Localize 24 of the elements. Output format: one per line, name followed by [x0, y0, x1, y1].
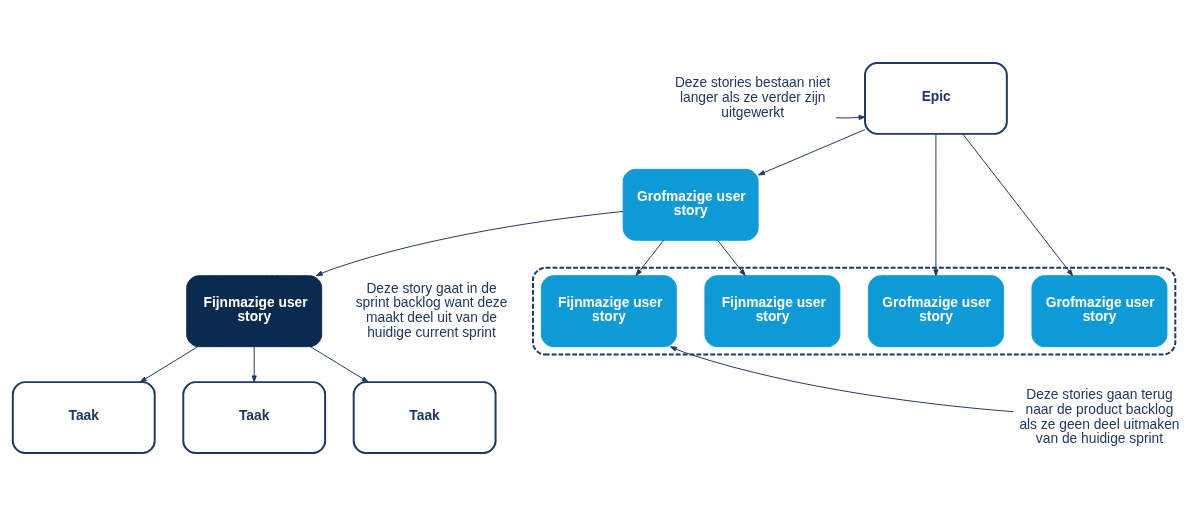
node-box: Epic [864, 61, 1008, 135]
arrow [635, 239, 665, 276]
node-box: Grofmazige user story [867, 274, 1004, 347]
node-box: Grofmazige user story [622, 168, 759, 241]
node-text: Deze stories bestaan niet langer als ze verder zijn uitgewerkt [674, 74, 831, 120]
arrow [962, 133, 1074, 276]
node-text: Deze stories gaan terug naar de product backlog als ze geen deel uitmaken van de huidige sprint [1019, 386, 1180, 446]
arrow [310, 345, 369, 382]
arrow [251, 345, 257, 382]
node-box: Fijnmazige user story [704, 274, 841, 347]
arrow [757, 128, 866, 175]
arrow [669, 345, 1014, 412]
arrow [315, 210, 624, 276]
arrow [717, 239, 746, 276]
arrow [139, 345, 199, 382]
arrow [933, 133, 939, 276]
node-box: Taak [11, 380, 156, 454]
node-box: Taak [182, 380, 327, 454]
label: Deze story gaat in de sprint backlog want deze maakt deel uit van de huidige current sprint [355, 280, 508, 340]
arrow [835, 114, 866, 120]
node-box: Fijnmazige user story [186, 274, 323, 347]
node-box: Grofmazige user story [1031, 274, 1168, 347]
node-box: Taak [352, 380, 497, 454]
node-box: Fijnmazige user story [540, 274, 677, 347]
